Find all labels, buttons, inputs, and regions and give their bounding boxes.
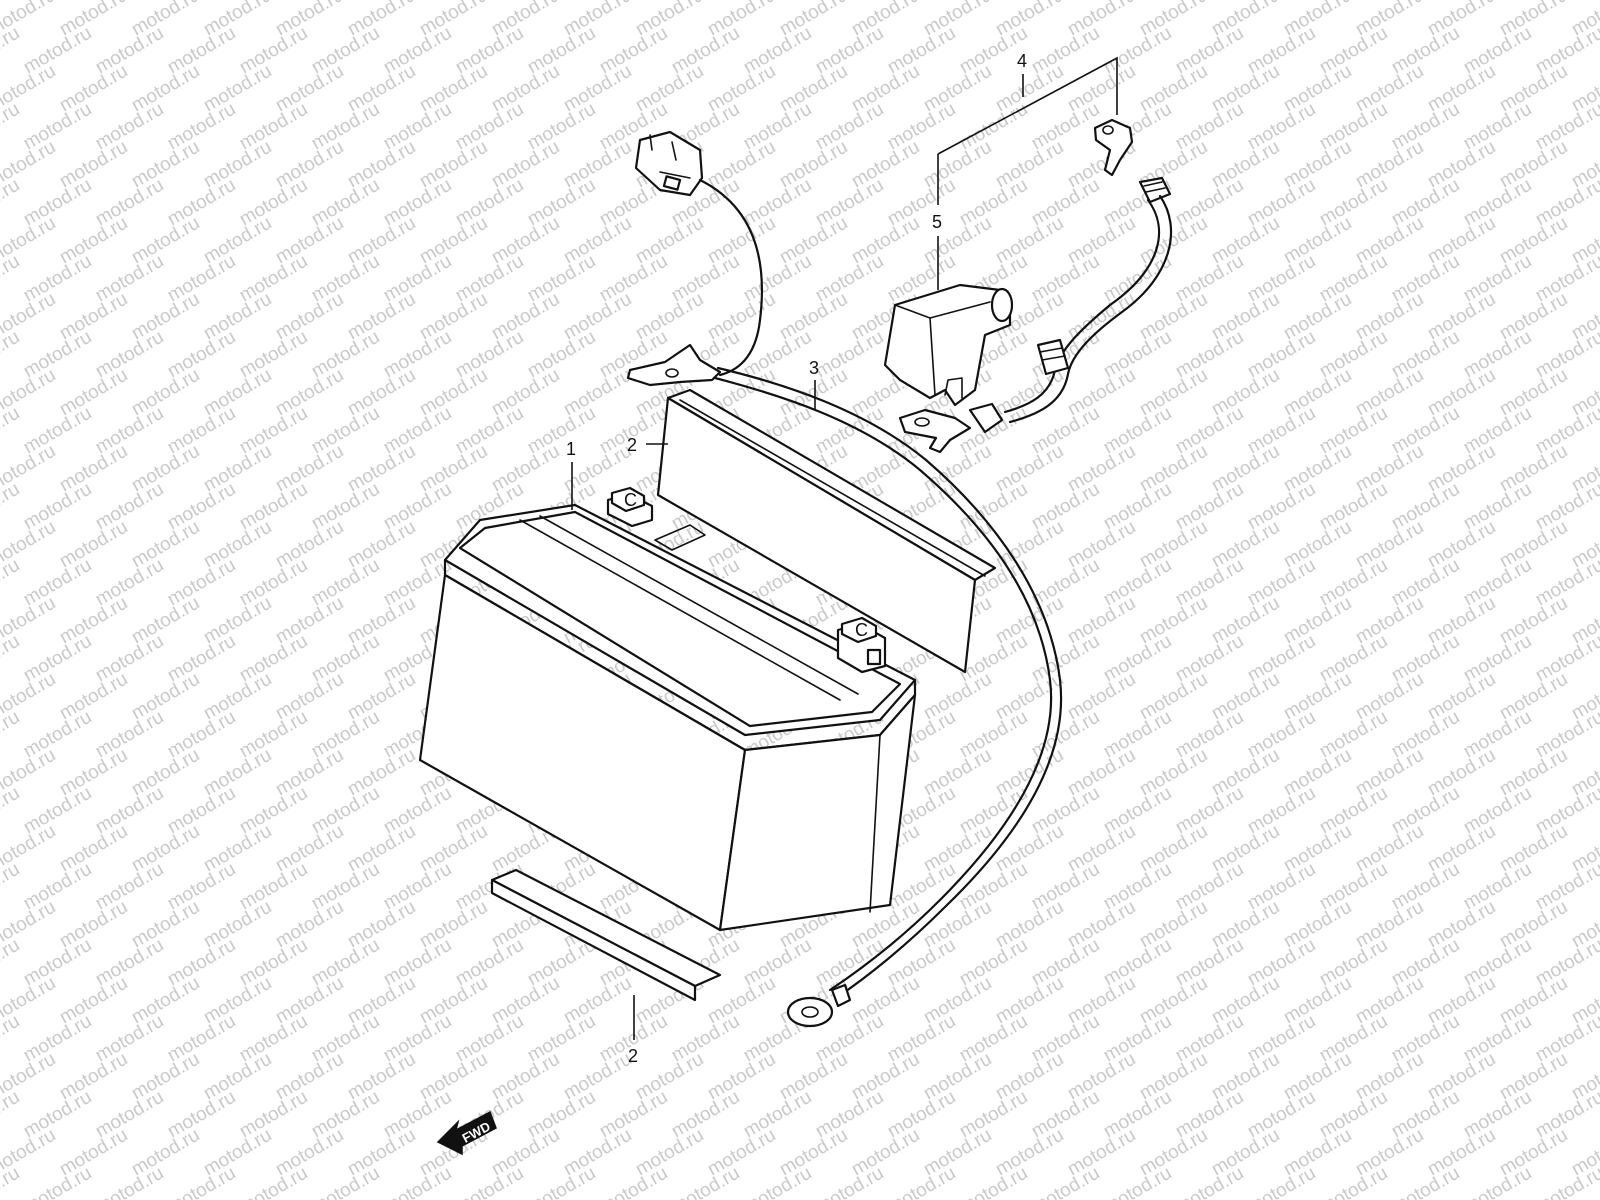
- watermark-text: motod.ru: [0, 479, 23, 535]
- watermark-text: motod.ru: [1100, 1163, 1175, 1200]
- terminal-symbol-left: C: [624, 490, 637, 510]
- watermark-text: motod.ru: [668, 1163, 743, 1200]
- watermark-text: motod.ru: [0, 23, 23, 79]
- watermark-text: motod.ru: [596, 1163, 671, 1200]
- watermark-text: motod.ru: [0, 1011, 23, 1067]
- watermark-text: motod.ru: [20, 1163, 95, 1200]
- watermark-text: motod.ru: [0, 783, 23, 839]
- callout-2-lower: 2: [628, 1046, 638, 1066]
- watermark-text: motod.ru: [308, 1163, 383, 1200]
- watermark-text: motod.ru: [1460, 1163, 1535, 1200]
- watermark-text: motod.ru: [0, 1163, 23, 1200]
- watermark-text: motod.ru: [380, 1163, 455, 1200]
- watermark-text: motod.ru: [0, 175, 23, 231]
- watermark-text: motod.ru: [1388, 1163, 1463, 1200]
- watermark-text: motod.ru: [0, 859, 23, 915]
- watermark-text: motod.ru: [1172, 1163, 1247, 1200]
- terminal-symbol-right: C: [855, 620, 868, 640]
- watermark-text: motod.ru: [452, 1163, 527, 1200]
- watermark-text: motod.ru: [0, 1087, 23, 1143]
- watermark-text: motod.ru: [1532, 1163, 1600, 1200]
- watermark-text: motod.ru: [524, 1163, 599, 1200]
- watermark-text: motod.ru: [0, 707, 23, 763]
- watermark-text: motod.ru: [0, 99, 23, 155]
- watermark-text: motod.ru: [0, 327, 23, 383]
- watermark-text: motod.ru: [164, 1163, 239, 1200]
- watermark-text: motod.ru: [0, 935, 23, 991]
- watermark-text: motod.ru: [0, 555, 23, 611]
- watermark-text: motod.ru: [956, 1163, 1031, 1200]
- watermark-text: motod.ru: [236, 1163, 311, 1200]
- watermark-text: motod.ru: [0, 403, 23, 459]
- callout-2-upper: 2: [627, 435, 637, 455]
- callout-4: 4: [1017, 51, 1027, 71]
- watermark-text: motod.ru: [812, 1163, 887, 1200]
- callout-1: 1: [566, 439, 576, 459]
- watermark-text: motod.ru: [1316, 1163, 1391, 1200]
- watermark-text: motod.ru: [1244, 1163, 1319, 1200]
- watermark-text: motod.ru: [1028, 1163, 1103, 1200]
- watermark-text: motod.ru: [0, 631, 23, 687]
- callout-3: 3: [809, 358, 819, 378]
- watermark-text: motod.ru: [740, 1163, 815, 1200]
- callout-5: 5: [932, 212, 942, 232]
- watermark-text: motod.ru: [884, 1163, 959, 1200]
- watermark-text: motod.ru: [0, 251, 23, 307]
- watermark-text: motod.ru: [92, 1163, 167, 1200]
